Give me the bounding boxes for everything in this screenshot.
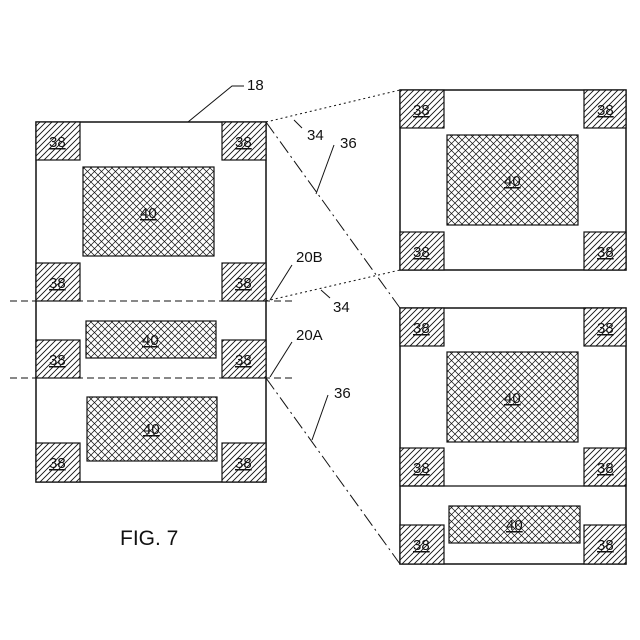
projection-dashdot-upper bbox=[266, 122, 400, 308]
leader-36-lower bbox=[312, 395, 328, 440]
pad-label: 38 bbox=[413, 320, 430, 337]
pad-label: 38 bbox=[413, 244, 430, 261]
pad-label: 38 bbox=[235, 275, 252, 292]
pad-label: 38 bbox=[49, 134, 66, 151]
leader-20b bbox=[270, 265, 292, 300]
pad-label: 38 bbox=[597, 460, 614, 477]
ref-34-upper: 34 bbox=[307, 127, 324, 144]
pad-label: 38 bbox=[49, 455, 66, 472]
ref-34-lower: 34 bbox=[333, 299, 350, 316]
chip-label: 40 bbox=[504, 390, 521, 407]
pad-label: 38 bbox=[597, 320, 614, 337]
chip-label: 40 bbox=[143, 421, 160, 438]
chip-label: 40 bbox=[142, 332, 159, 349]
ref-20a: 20A bbox=[296, 327, 323, 344]
leader-36-upper bbox=[316, 145, 334, 194]
figure-caption: FIG. 7 bbox=[120, 527, 178, 550]
leader-20a bbox=[270, 342, 292, 377]
leader-18 bbox=[188, 86, 244, 122]
ref-20b: 20B bbox=[296, 249, 323, 266]
pad-label: 38 bbox=[413, 102, 430, 119]
projection-dashdot-lower bbox=[266, 378, 400, 564]
pad-label: 38 bbox=[597, 537, 614, 554]
chip-label: 40 bbox=[506, 517, 523, 534]
ref-36-upper: 36 bbox=[340, 135, 357, 152]
pad-label: 38 bbox=[597, 244, 614, 261]
pad-label: 38 bbox=[413, 537, 430, 554]
ref-36-lower: 36 bbox=[334, 385, 351, 402]
pad-label: 38 bbox=[49, 352, 66, 369]
leader-34-upper bbox=[294, 120, 302, 128]
pad-label: 38 bbox=[235, 352, 252, 369]
pad-label: 38 bbox=[235, 134, 252, 151]
pad-label: 38 bbox=[597, 102, 614, 119]
projection-dotted-upper-top bbox=[266, 90, 400, 122]
chip-label: 40 bbox=[504, 173, 521, 190]
chip-label: 40 bbox=[140, 205, 157, 222]
pad-label: 38 bbox=[49, 275, 66, 292]
pad-label: 38 bbox=[235, 455, 252, 472]
pad-label: 38 bbox=[413, 460, 430, 477]
ref-18: 18 bbox=[247, 77, 264, 94]
leader-34-lower bbox=[321, 290, 330, 298]
